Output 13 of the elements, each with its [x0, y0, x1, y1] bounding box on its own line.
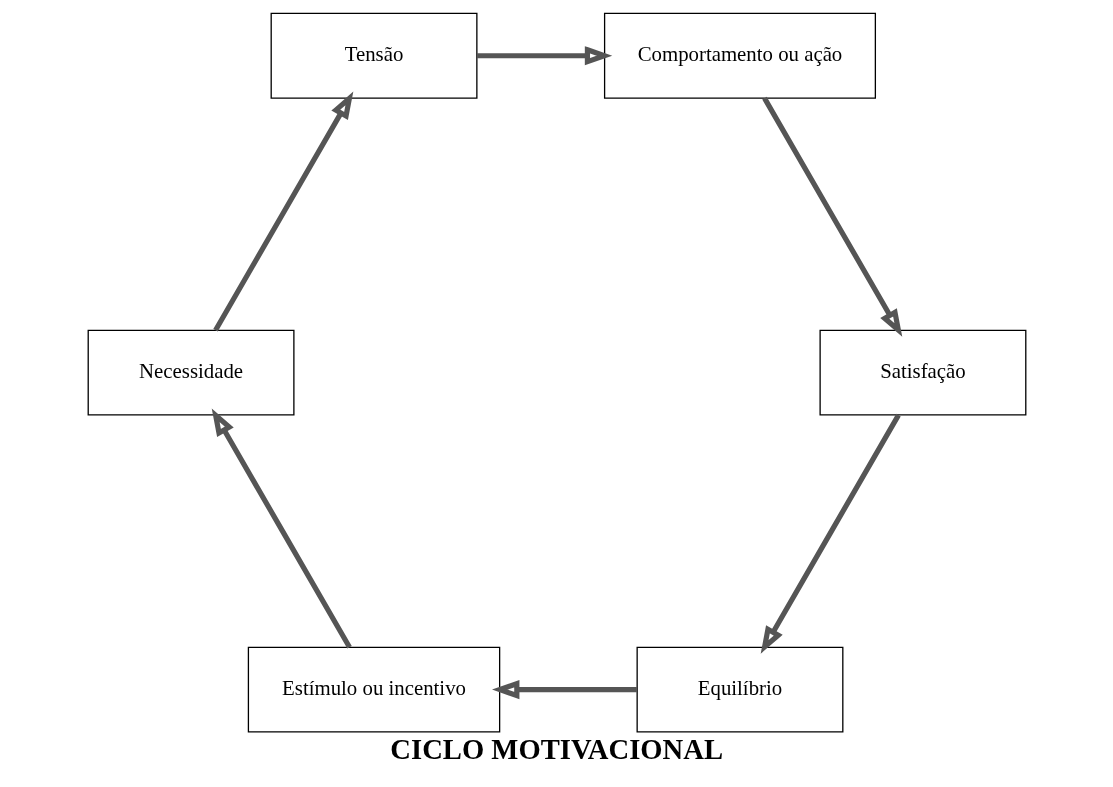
arrow: [761, 96, 902, 337]
arrow: [491, 680, 637, 700]
node-box: Satisfação: [818, 329, 1026, 416]
node-box: Tensão: [270, 12, 477, 99]
arrow: [760, 413, 901, 654]
diagram-title: CICLO MOTIVACIONAL: [389, 732, 723, 765]
node-box: Equilíbrio: [636, 646, 843, 733]
node-box: Estímulo ou incentivo: [247, 646, 500, 733]
arrow: [476, 46, 612, 66]
node-box: Comportamento ou ação: [603, 12, 876, 99]
node-box: Necessidade: [87, 329, 295, 416]
arrow: [211, 408, 352, 649]
arrow: [212, 91, 353, 332]
